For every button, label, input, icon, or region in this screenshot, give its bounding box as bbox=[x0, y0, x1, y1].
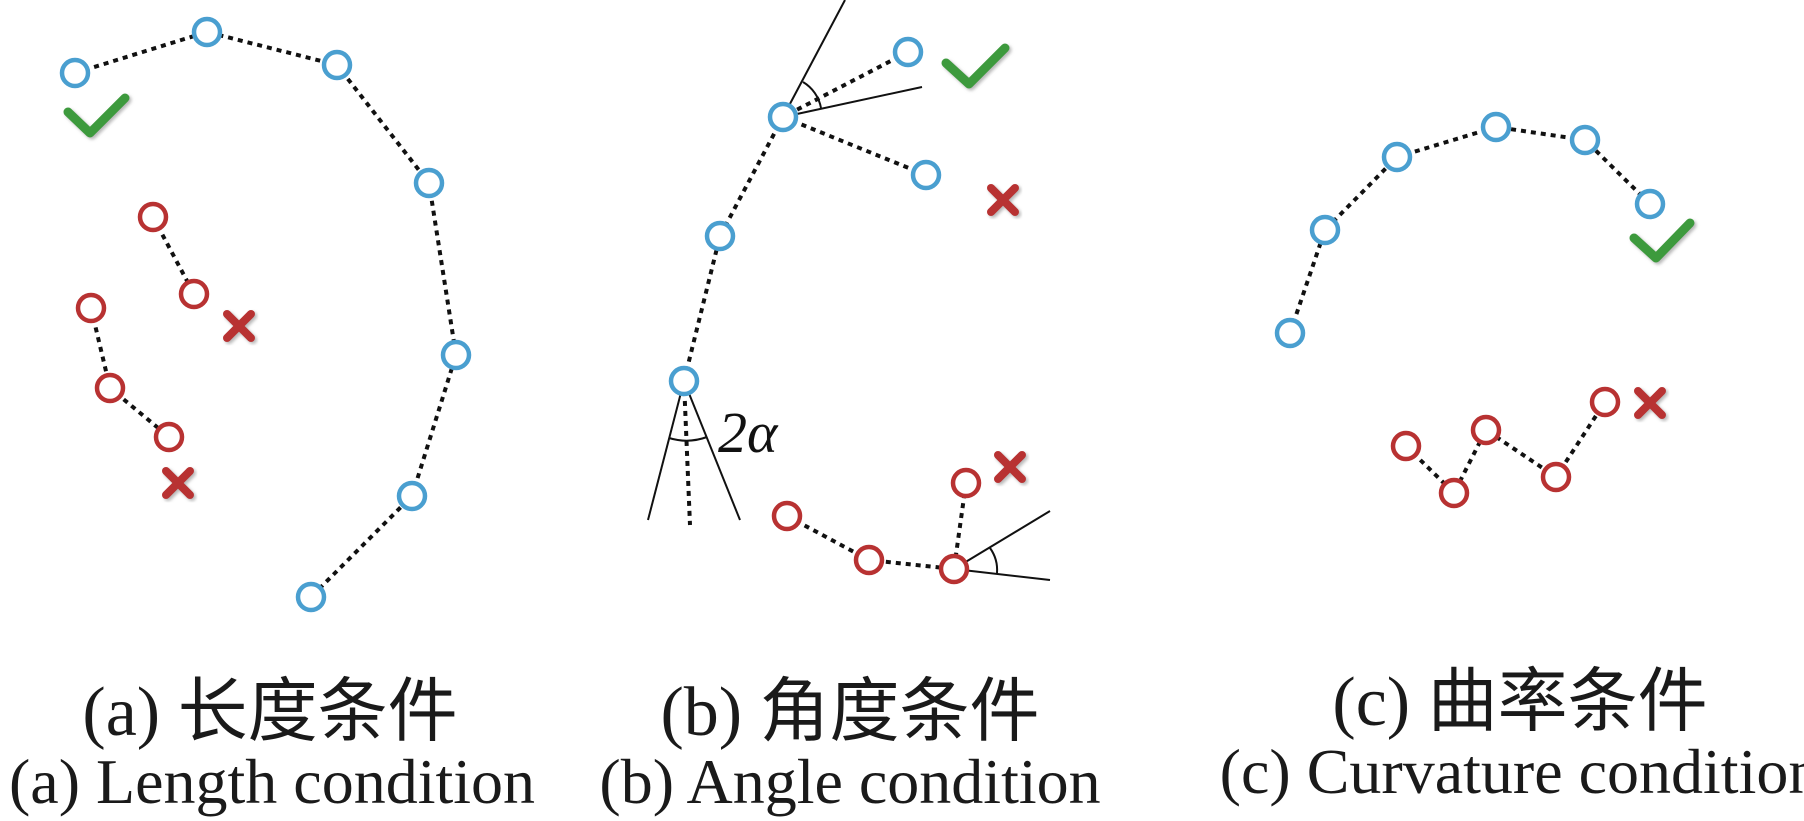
valid-node bbox=[1634, 188, 1666, 220]
invalid-nodes bbox=[1390, 386, 1621, 509]
invalid-node bbox=[771, 500, 803, 532]
valid-node bbox=[1381, 141, 1413, 173]
panel-a-length bbox=[59, 16, 472, 613]
caption-c-en: (c) Curvature condition bbox=[1219, 736, 1804, 807]
invalid-node bbox=[94, 372, 126, 404]
cone-boundary-line bbox=[782, 0, 846, 118]
invalid-node bbox=[1390, 430, 1422, 462]
invalid-node bbox=[75, 292, 107, 324]
cross-icon bbox=[223, 310, 255, 342]
cross-icon bbox=[1634, 387, 1666, 419]
angle-arc bbox=[989, 547, 999, 574]
angle-arc bbox=[668, 436, 708, 442]
valid-chain-edges bbox=[74, 29, 459, 599]
valid-node bbox=[767, 101, 799, 133]
check-icon bbox=[63, 93, 130, 138]
invalid-nodes bbox=[771, 467, 982, 585]
check-icon bbox=[1629, 218, 1695, 263]
invalid-node bbox=[853, 544, 885, 576]
valid-node bbox=[191, 16, 223, 48]
valid-node bbox=[704, 220, 736, 252]
valid-node bbox=[440, 339, 472, 371]
valid-chain-edges bbox=[682, 50, 909, 382]
caption-b-zh: (b) 角度条件 bbox=[660, 674, 1040, 751]
invalid-node bbox=[1470, 414, 1502, 446]
caption-a-zh: (a) 长度条件 bbox=[82, 674, 458, 751]
valid-node bbox=[1274, 317, 1306, 349]
valid-nodes bbox=[1274, 111, 1666, 349]
caption-c-zh: (c) 曲率条件 bbox=[1332, 664, 1708, 741]
valid-node bbox=[668, 365, 700, 397]
invalid-node bbox=[1540, 461, 1572, 493]
valid-node bbox=[1480, 111, 1512, 143]
invalid-node bbox=[1589, 386, 1621, 418]
valid-node bbox=[396, 480, 428, 512]
valid-node bbox=[1569, 124, 1601, 156]
caption-a-en: (a) Length condition bbox=[8, 746, 536, 817]
valid-nodes bbox=[59, 16, 472, 613]
valid-node bbox=[892, 36, 924, 68]
cross-icon bbox=[162, 467, 194, 499]
invalid-chain-edges bbox=[89, 307, 171, 439]
valid-node bbox=[910, 159, 942, 191]
cross-icon bbox=[994, 451, 1026, 483]
panel-b-angle: 2α bbox=[647, 0, 1051, 585]
panel-c-curvature bbox=[1274, 111, 1695, 509]
valid-chain-edges bbox=[782, 115, 927, 177]
cone-boundary-line bbox=[683, 380, 741, 521]
cone-boundary-line bbox=[953, 568, 1051, 581]
invalid-node bbox=[137, 201, 169, 233]
valid-node bbox=[1309, 214, 1341, 246]
valid-node bbox=[295, 581, 327, 613]
invalid-node bbox=[950, 467, 982, 499]
invalid-node bbox=[153, 421, 185, 453]
cone-axis bbox=[682, 380, 692, 526]
angle-label: 2α bbox=[718, 400, 779, 465]
invalid-node bbox=[938, 553, 970, 585]
check-icon bbox=[941, 43, 1010, 89]
invalid-chain-edges bbox=[1404, 400, 1607, 497]
valid-node bbox=[59, 57, 91, 89]
cross-icon bbox=[987, 184, 1019, 216]
cone-boundary-line bbox=[647, 380, 685, 521]
valid-node bbox=[413, 167, 445, 199]
cone-boundary-line bbox=[953, 510, 1051, 570]
invalid-nodes bbox=[75, 201, 210, 453]
invalid-chain-edges bbox=[786, 482, 968, 572]
cone-boundary-line bbox=[782, 86, 923, 118]
invalid-node bbox=[178, 278, 210, 310]
invalid-node bbox=[1438, 477, 1470, 509]
angle-arc bbox=[802, 81, 822, 109]
caption-b-en: (b) Angle condition bbox=[599, 746, 1101, 817]
valid-chain-edges bbox=[1288, 124, 1652, 334]
valid-node bbox=[321, 49, 353, 81]
valid-nodes bbox=[668, 36, 942, 397]
